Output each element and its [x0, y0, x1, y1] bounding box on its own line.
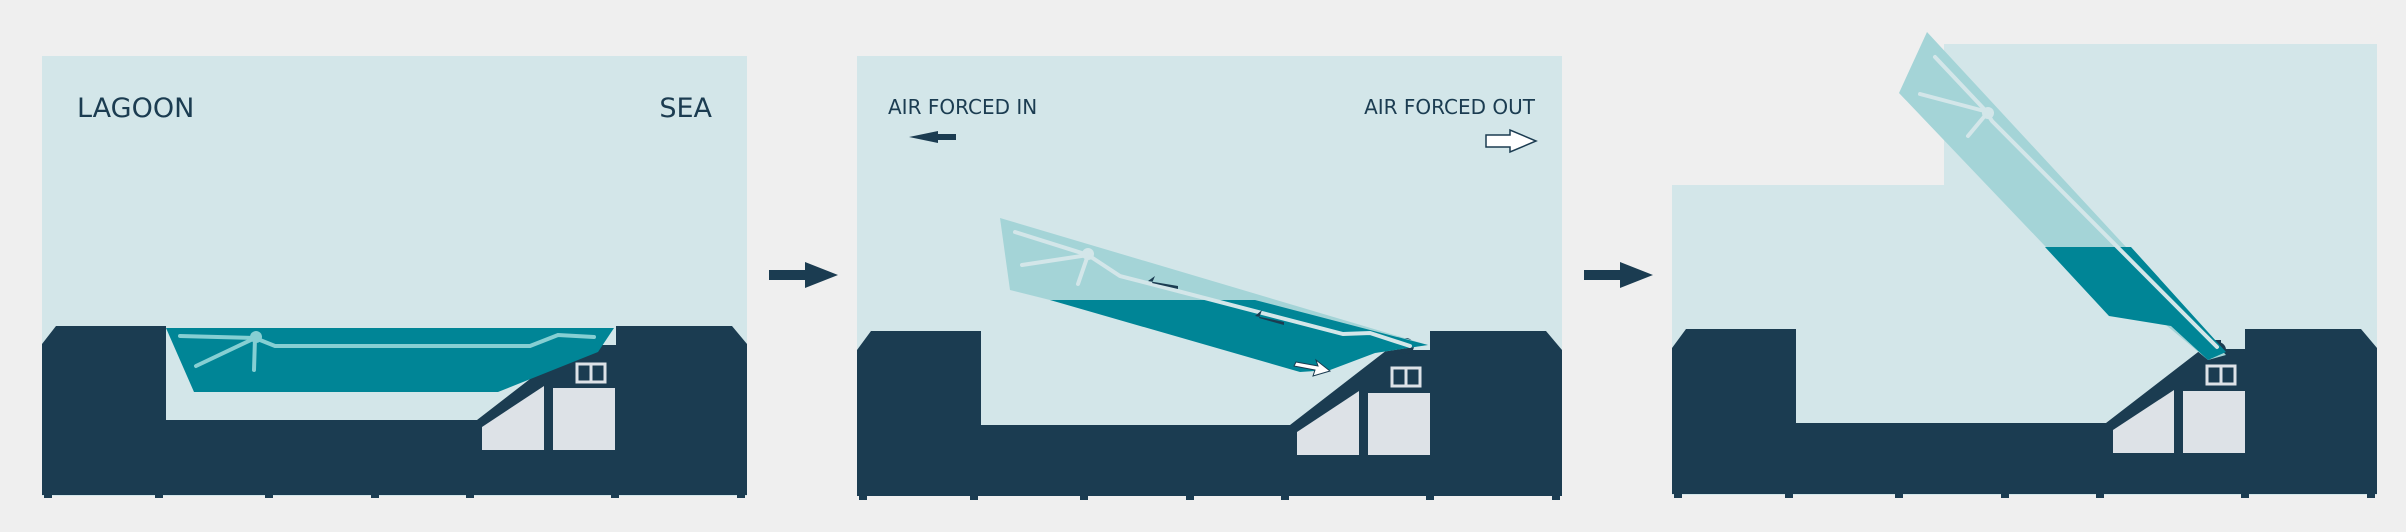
transition-arrow-1: [769, 262, 838, 288]
panel-1-chamber-right: [553, 388, 615, 450]
panel-2-airflow-arrow-lower: [1255, 310, 1284, 325]
panel-3-gate-water-section: [2045, 247, 2226, 360]
panel-2-gate-frame: [1013, 230, 1412, 348]
panel-1-foundation-feet: [44, 490, 745, 498]
panel-2-chamber-right: [1368, 393, 1430, 455]
panel-2-chamber-left: [1297, 391, 1359, 455]
air-in-arrow: [909, 131, 956, 143]
panel-3-chamber-left: [2113, 390, 2174, 453]
panel-3-foundation-feet: [1674, 490, 2375, 498]
panel-2-airflow-arrow-upper: [1148, 276, 1178, 289]
transition-arrow-2: [1584, 262, 1653, 288]
panel-1-gate-frame: [178, 331, 596, 372]
panel-2-foundation-feet: [859, 492, 1560, 500]
panel-3-gate-raised: [1672, 32, 2377, 498]
panel-2-gate-rising: AIR FORCED IN AIR FORCED OUT: [857, 56, 1562, 500]
panel-2-gate-water-section: [1050, 300, 1428, 372]
panel-3-chamber-right: [2183, 391, 2245, 453]
air-out-arrow: [1485, 128, 1538, 154]
panel-3-gate-frame: [1918, 55, 2219, 349]
air-forced-out-label: AIR FORCED OUT: [1364, 95, 1536, 119]
sea-label: SEA: [659, 93, 712, 124]
panel-1-gate-at-rest: LAGOON SEA: [42, 56, 747, 498]
panel-1-chamber-left: [482, 386, 544, 450]
air-forced-in-label: AIR FORCED IN: [888, 95, 1037, 119]
lagoon-label: LAGOON: [77, 93, 194, 124]
panel-1-seabed-structure: [42, 326, 747, 494]
panel-2-exhaust-arrow: [1293, 358, 1332, 377]
